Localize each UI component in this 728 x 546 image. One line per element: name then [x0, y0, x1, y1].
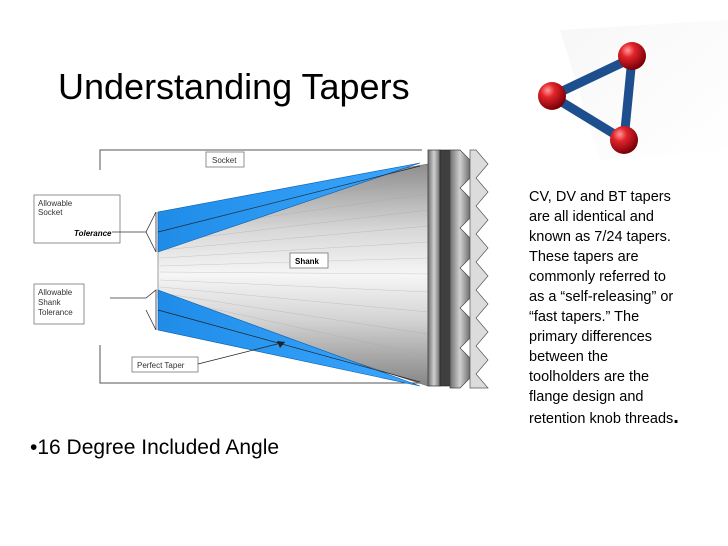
page-title: Understanding Tapers	[58, 66, 410, 107]
socket-bracket-bottom	[99, 345, 422, 384]
side-description-body: CV, DV and BT tapers are all identical a…	[529, 189, 674, 427]
allowable-socket-line2: Socket	[38, 208, 63, 217]
perfect-taper-label-box	[131, 356, 199, 373]
allowable-socket-line1: Allowable	[38, 199, 73, 208]
perfect-taper-label: Perfect Taper	[137, 361, 185, 370]
socket-label-box	[205, 151, 245, 168]
tolerance-label: Tolerance	[74, 229, 112, 238]
socket-label: Socket	[212, 156, 237, 165]
flange-ring-1	[427, 149, 441, 387]
bullet-included-angle: •16 Degree Included Angle	[30, 436, 280, 459]
side-description-period: .	[673, 406, 679, 428]
allowable-shank-box	[33, 283, 85, 325]
logo-triangle	[538, 42, 646, 154]
shank-tolerance-bracket	[110, 289, 157, 331]
perfect-taper-leader	[197, 341, 286, 365]
allowable-shank-line3: Tolerance	[38, 308, 73, 317]
flange-groove	[439, 149, 451, 387]
perfect-taper-arrow	[277, 341, 285, 348]
perfect-taper-line-top	[157, 165, 421, 233]
side-description: CV, DV and BT tapers are all identical a…	[529, 187, 679, 429]
allowable-shank-line2: Shank	[38, 298, 62, 307]
shank-label-box	[289, 252, 329, 269]
flange-teeth	[469, 149, 489, 389]
allowable-socket-box	[33, 194, 121, 244]
shank-label: Shank	[295, 257, 320, 266]
sphere-top	[618, 42, 646, 70]
socket-bracket-top	[99, 149, 422, 170]
socket-tolerance-bracket	[112, 211, 157, 253]
flange-ring-2	[449, 149, 471, 389]
allowable-shank-line1: Allowable	[38, 288, 73, 297]
sphere-left	[538, 82, 566, 110]
perfect-taper-line-bottom	[157, 309, 421, 383]
sphere-bottom	[610, 126, 638, 154]
